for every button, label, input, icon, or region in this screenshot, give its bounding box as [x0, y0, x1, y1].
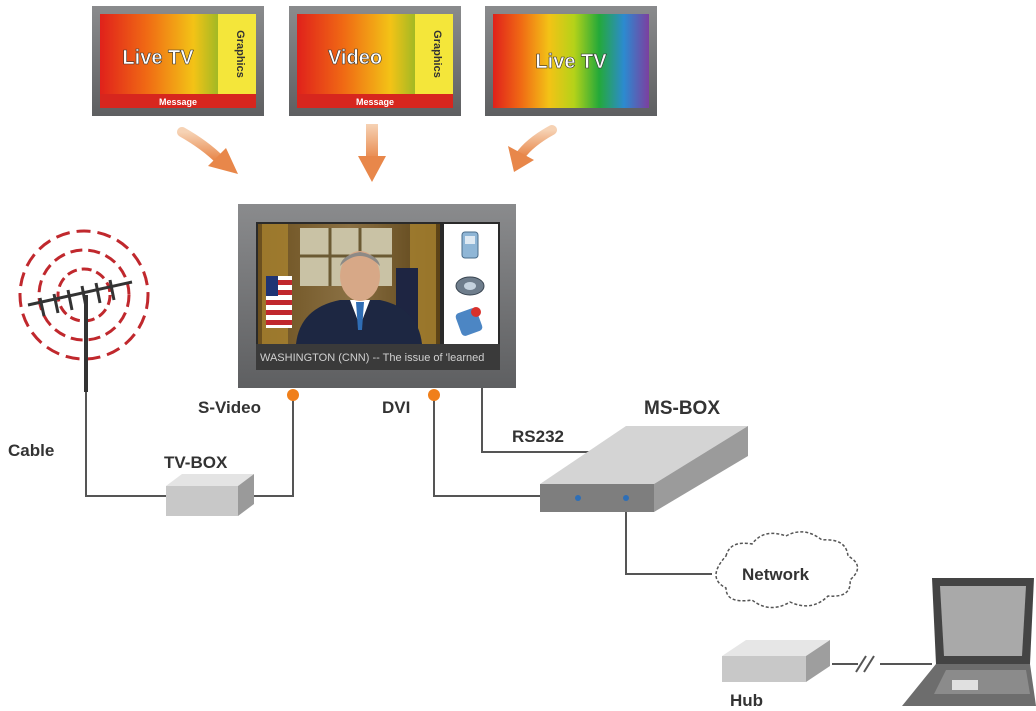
template-2-main-label: Video [328, 47, 382, 69]
ticker-text: WASHINGTON (CNN) -- The issue of 'learne… [260, 352, 484, 364]
template-2-bottom-label: Message [356, 97, 394, 107]
ms-box [540, 426, 748, 512]
arrow-right [508, 125, 557, 172]
hub-label: Hub [730, 691, 763, 710]
template-2-side-label: Graphics [431, 30, 443, 78]
network-cloud-icon [715, 531, 859, 609]
antenna-icon [18, 229, 150, 392]
tv-box-label: TV-BOX [164, 453, 228, 472]
flag-left [266, 276, 292, 328]
pda-icon [455, 307, 483, 336]
link-break-icon [855, 655, 875, 673]
arrow-left [177, 127, 238, 174]
cable-label: Cable [8, 441, 54, 460]
main-display: WASHINGTON (CNN) -- The issue of 'learne… [238, 204, 516, 388]
template-3: Live TV [485, 6, 657, 116]
dvi-connector [428, 389, 440, 401]
template-1-bottom-label: Message [159, 97, 197, 107]
rs232-label: RS232 [512, 427, 564, 446]
template-3-main-label: Live TV [535, 51, 607, 73]
dvi-label: DVI [382, 398, 410, 417]
hub [722, 640, 830, 682]
phone-icon [461, 231, 479, 259]
template-2: Video Graphics Message [289, 6, 461, 116]
s-video-connector [287, 389, 299, 401]
template-1: Live TV Graphics Message [92, 6, 264, 116]
camera-icon [455, 276, 485, 296]
tv-box [166, 474, 254, 516]
template-1-main-label: Live TV [122, 47, 194, 69]
presenter [296, 251, 422, 344]
s-video-label: S-Video [198, 398, 261, 417]
network-label: Network [742, 565, 810, 584]
laptop-icon [902, 578, 1036, 706]
template-1-side-label: Graphics [234, 30, 246, 78]
ms-box-label: MS-BOX [644, 398, 720, 419]
arrow-center [358, 124, 386, 182]
cables [85, 388, 932, 665]
